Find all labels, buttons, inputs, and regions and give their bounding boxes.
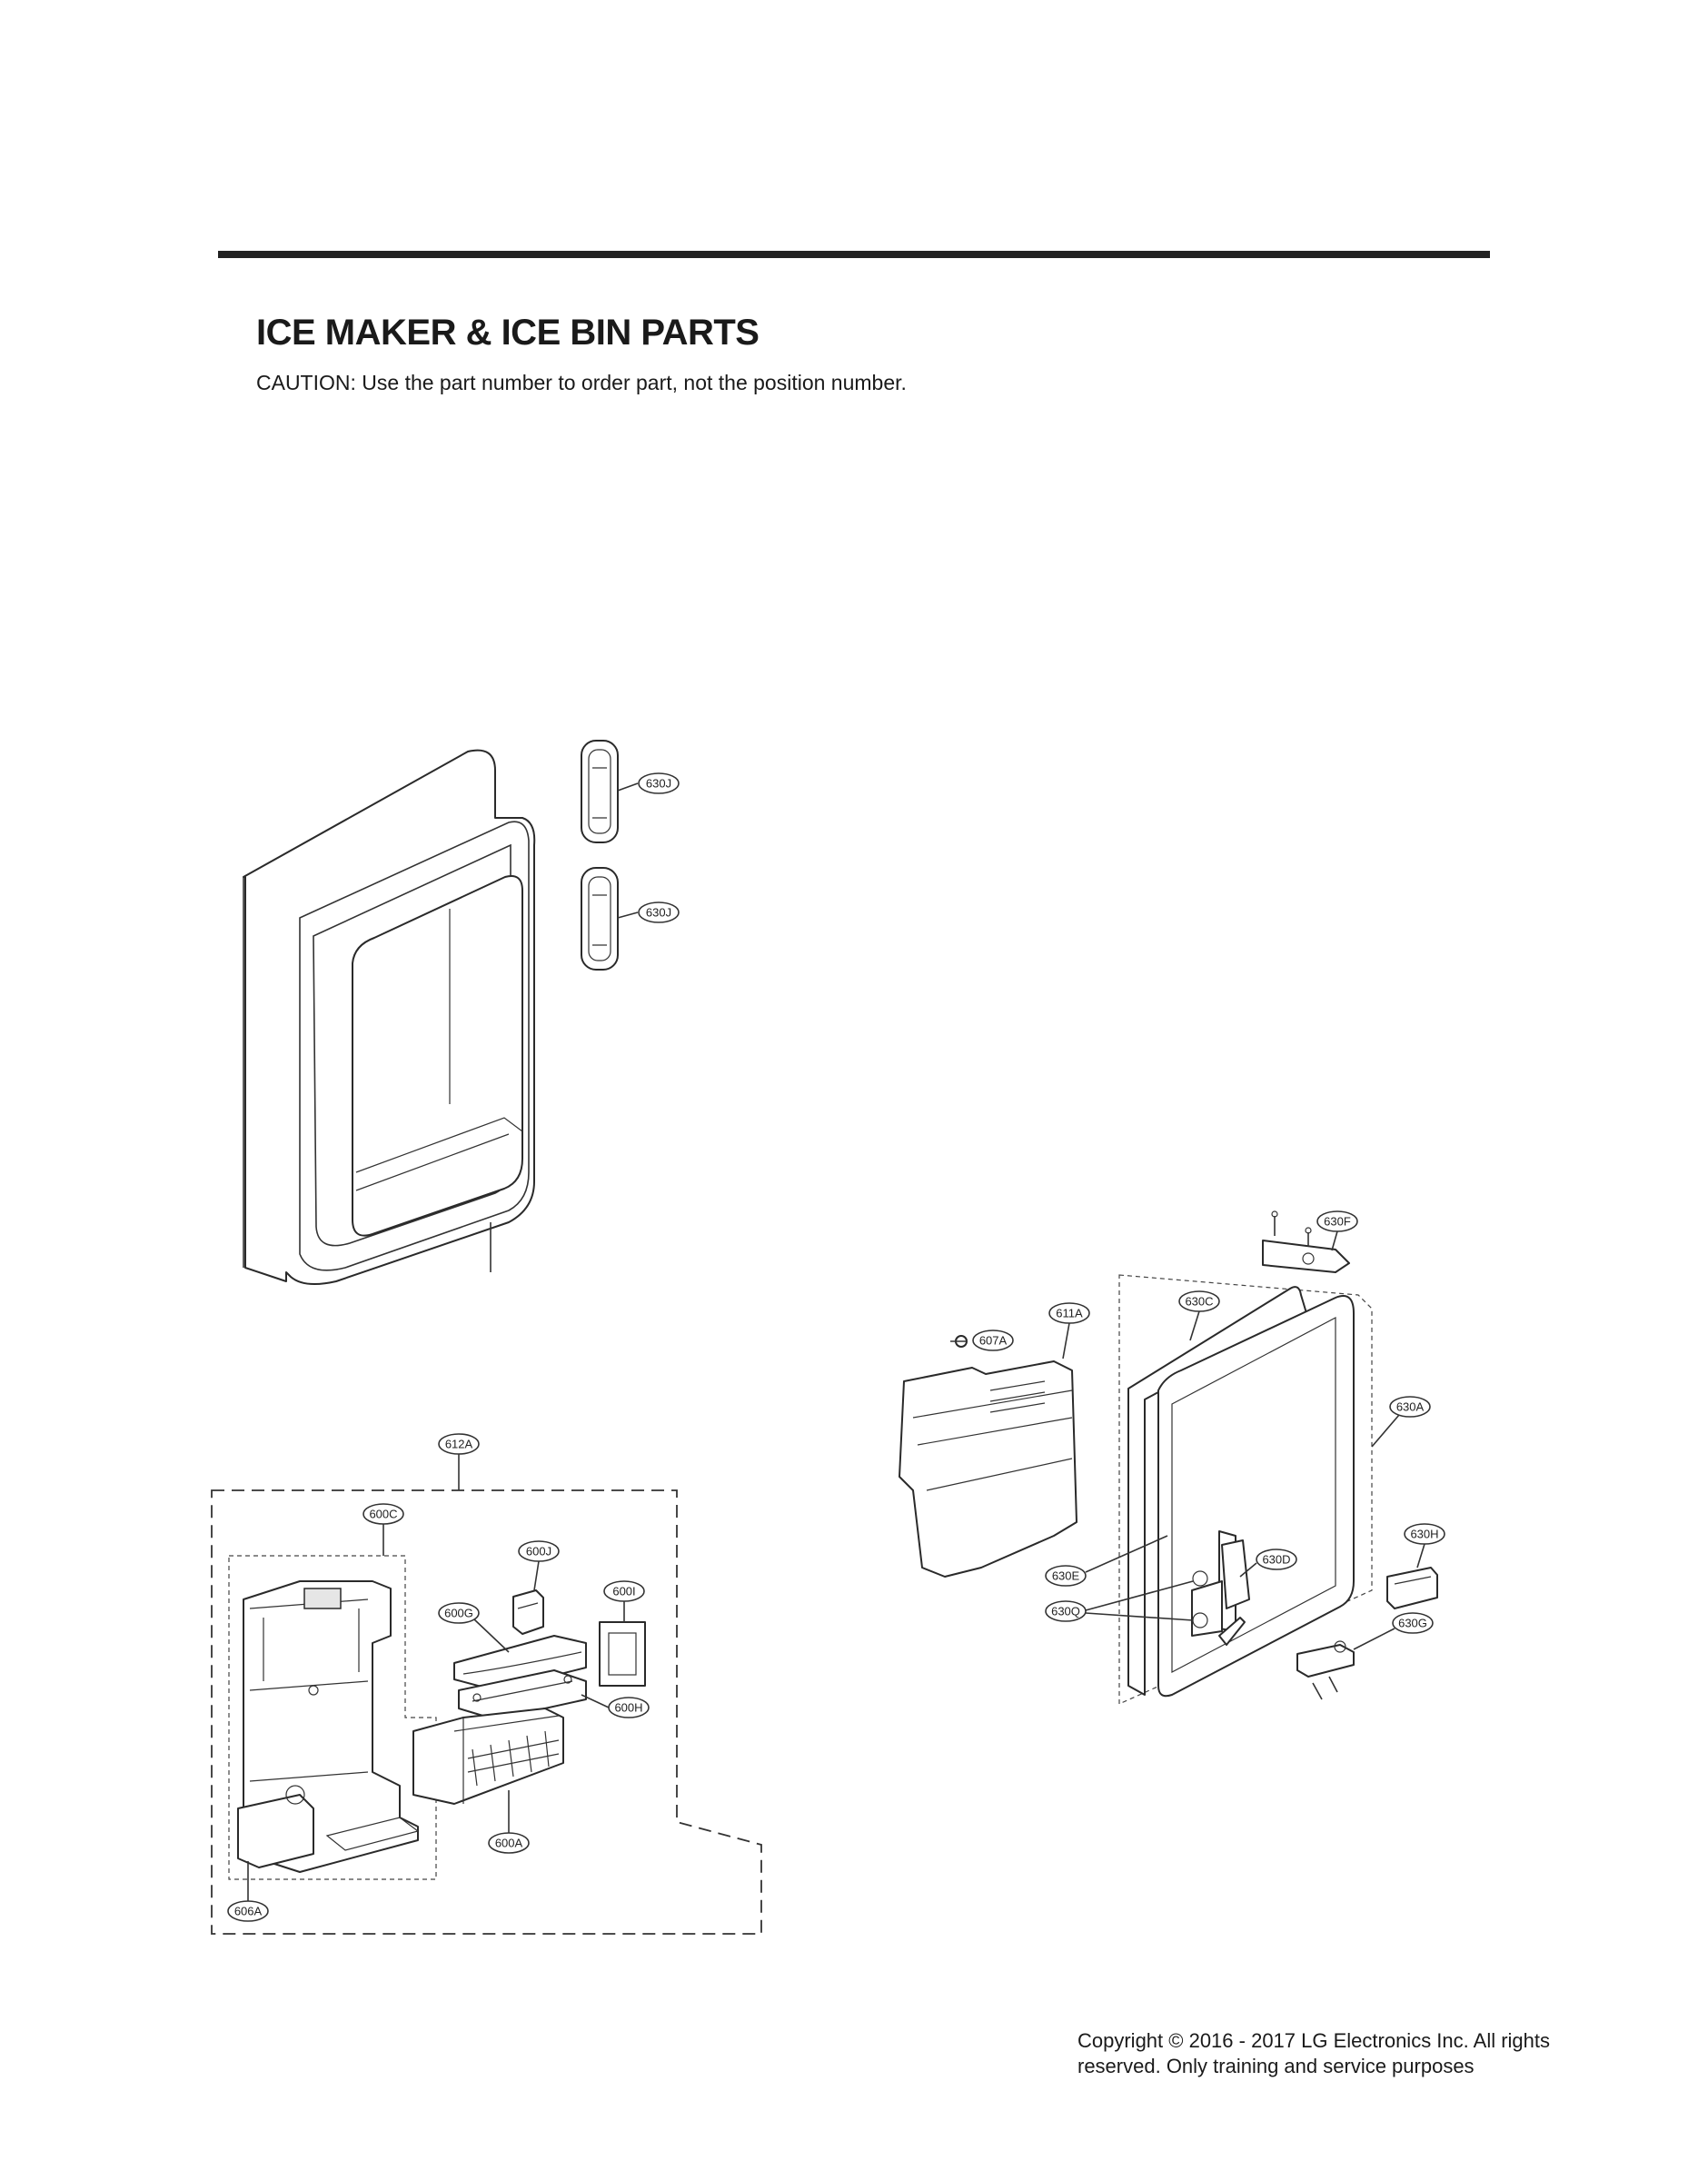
hinge-630G-drawing: [1296, 1640, 1355, 1700]
svg-text:600C: 600C: [369, 1508, 397, 1521]
frame-600I-drawing: [599, 1621, 646, 1687]
screw-607A-drawing: [950, 1335, 968, 1348]
lever-630D-drawing: [1191, 1530, 1250, 1646]
hinge-630F-drawing: [1262, 1210, 1350, 1273]
callout-600A: 600A: [488, 1790, 530, 1854]
svg-text:630G: 630G: [1398, 1617, 1427, 1630]
latch-630H-drawing: [1386, 1567, 1438, 1609]
header-rule: [218, 251, 1490, 258]
callout-600J: 600J: [518, 1540, 560, 1591]
cover-600G-drawing: [453, 1635, 587, 1691]
callout-630H: 630H: [1404, 1523, 1445, 1569]
svg-text:600A: 600A: [495, 1837, 523, 1850]
callout-630C: 630C: [1178, 1290, 1220, 1341]
svg-text:630J: 630J: [646, 906, 671, 920]
svg-text:612A: 612A: [445, 1438, 473, 1451]
svg-text:606A: 606A: [234, 1905, 263, 1918]
caution-note: CAUTION: Use the part number to order pa…: [256, 371, 907, 394]
callout-600I: 600I: [603, 1580, 645, 1622]
svg-text:600H: 600H: [614, 1701, 642, 1715]
callout-612A: 612A: [438, 1433, 480, 1455]
callout-606A: 606A: [227, 1861, 269, 1922]
callout-630J-top: 630J: [638, 772, 680, 794]
bracket-600H-drawing: [458, 1669, 587, 1720]
svg-text:630H: 630H: [1410, 1528, 1438, 1541]
svg-text:611A: 611A: [1056, 1307, 1083, 1320]
gasket-630J-bottom-drawing: [581, 867, 639, 971]
callout-600G: 600G: [438, 1602, 510, 1653]
callout-607A: 607A: [972, 1330, 1014, 1351]
cover-611A-drawing: [899, 1360, 1077, 1578]
callout-600H: 600H: [581, 1694, 650, 1718]
svg-text:630F: 630F: [1324, 1215, 1351, 1229]
callout-630E: 630E: [1045, 1535, 1168, 1587]
door-630A-drawing: [1127, 1286, 1355, 1698]
svg-text:630Q: 630Q: [1051, 1605, 1080, 1618]
svg-text:630D: 630D: [1262, 1553, 1290, 1567]
callout-630A: 630A: [1371, 1396, 1431, 1448]
ice-maker-assembly-outline: [211, 1454, 762, 1935]
door-assembly-outline: [1118, 1274, 1373, 1705]
door-panel-drawing: [243, 749, 536, 1286]
svg-text:600J: 600J: [526, 1545, 551, 1559]
svg-text:630J: 630J: [646, 777, 671, 791]
callout-600C: 600C: [362, 1503, 404, 1525]
svg-text:630C: 630C: [1185, 1295, 1213, 1309]
svg-text:630E: 630E: [1052, 1569, 1080, 1583]
callout-630F: 630F: [1316, 1210, 1358, 1251]
callout-630G: 630G: [1353, 1612, 1434, 1650]
gasket-630J-top-drawing: [581, 740, 639, 843]
ice-maker-housing-600C-drawing: [237, 1580, 420, 1873]
callout-611A: 611A: [1048, 1302, 1090, 1359]
callout-630Q: 630Q: [1045, 1580, 1194, 1622]
copyright-notice: Copyright © 2016 - 2017 LG Electronics I…: [1077, 2029, 1551, 2077]
page-title: ICE MAKER & ICE BIN PARTS: [256, 313, 760, 353]
bracket-600J-drawing: [512, 1589, 544, 1635]
ice-maker-600A-drawing: [412, 1708, 564, 1805]
svg-text:600G: 600G: [444, 1607, 473, 1620]
svg-text:607A: 607A: [979, 1334, 1008, 1348]
svg-text:630A: 630A: [1396, 1400, 1425, 1414]
callout-630D: 630D: [1239, 1549, 1297, 1578]
svg-text:600I: 600I: [612, 1585, 635, 1598]
callout-630J-bottom: 630J: [638, 901, 680, 923]
